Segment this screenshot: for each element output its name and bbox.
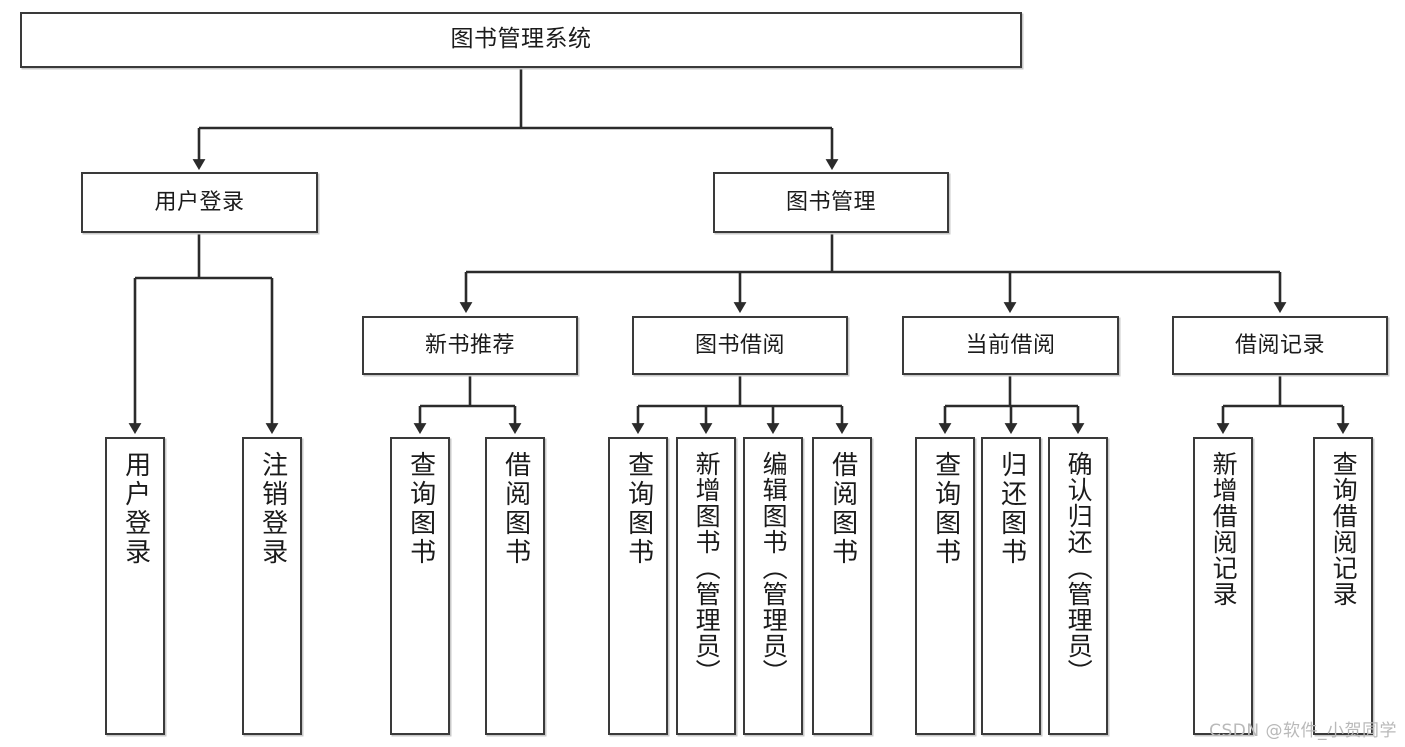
node-leaf-query-record[interactable]: 查询借阅记录 [1313,437,1373,735]
node-leaf-query-book-1[interactable]: 查询图书 [390,437,450,735]
node-leaf-user-login[interactable]: 用户登录 [105,437,165,735]
node-leaf-add-book-label: 新增图书（管理员） [692,451,722,685]
node-new-book-rec-label: 新书推荐 [424,332,515,358]
node-leaf-add-record[interactable]: 新增借阅记录 [1193,437,1253,735]
node-book-manage-label: 图书管理 [785,189,876,215]
node-leaf-user-login-label: 用户登录 [120,451,151,567]
node-root-label: 图书管理系统 [450,26,592,53]
node-book-borrow[interactable]: 图书借阅 [632,316,848,375]
node-user-login[interactable]: 用户登录 [81,172,318,233]
node-borrow-record[interactable]: 借阅记录 [1172,316,1388,375]
node-book-manage[interactable]: 图书管理 [713,172,949,233]
node-book-borrow-label: 图书借阅 [694,332,785,358]
node-borrow-record-label: 借阅记录 [1234,332,1325,358]
watermark: CSDN @软件_小贺同学 [1209,721,1397,741]
node-current-borrow[interactable]: 当前借阅 [902,316,1119,375]
node-leaf-return-book-label: 归还图书 [996,451,1027,567]
node-leaf-query-book-1-label: 查询图书 [405,451,436,567]
node-leaf-borrow-book-2-label: 借阅图书 [827,451,858,567]
node-leaf-query-book-3-label: 查询图书 [930,451,961,567]
node-leaf-borrow-book-1[interactable]: 借阅图书 [485,437,545,735]
node-new-book-rec[interactable]: 新书推荐 [362,316,578,375]
node-root[interactable]: 图书管理系统 [20,12,1022,68]
node-leaf-query-record-label: 查询借阅记录 [1329,451,1359,607]
node-leaf-borrow-book-2[interactable]: 借阅图书 [812,437,872,735]
node-leaf-query-book-3[interactable]: 查询图书 [915,437,975,735]
node-leaf-logout-label: 注销登录 [257,451,288,567]
node-leaf-query-book-2-label: 查询图书 [623,451,654,567]
node-leaf-return-book[interactable]: 归还图书 [981,437,1041,735]
node-leaf-edit-book[interactable]: 编辑图书（管理员） [743,437,803,735]
node-leaf-add-record-label: 新增借阅记录 [1209,451,1239,607]
node-leaf-borrow-book-1-label: 借阅图书 [500,451,531,567]
node-leaf-confirm-return-label: 确认归还（管理员） [1064,451,1094,685]
node-leaf-logout[interactable]: 注销登录 [242,437,302,735]
node-leaf-add-book[interactable]: 新增图书（管理员） [676,437,736,735]
node-leaf-confirm-return[interactable]: 确认归还（管理员） [1048,437,1108,735]
node-leaf-edit-book-label: 编辑图书（管理员） [759,451,789,685]
node-current-borrow-label: 当前借阅 [965,332,1056,358]
node-leaf-query-book-2[interactable]: 查询图书 [608,437,668,735]
node-user-login-label: 用户登录 [154,189,245,215]
